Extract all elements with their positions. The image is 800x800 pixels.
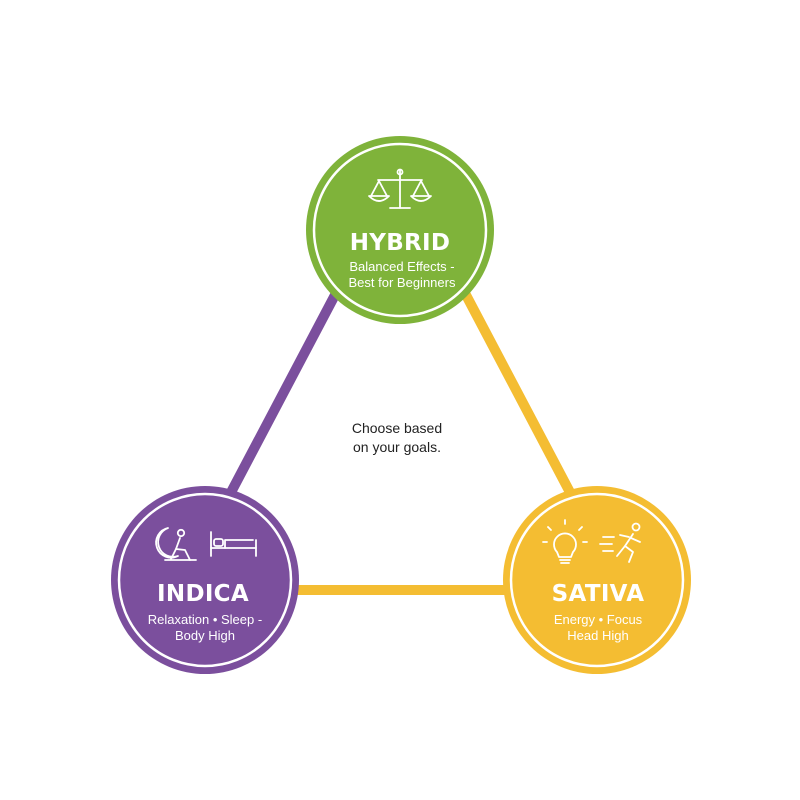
sativa-subtitle-line1: Energy • Focus — [554, 612, 643, 627]
hybrid-ring — [312, 142, 488, 318]
bed-icon — [210, 531, 257, 557]
indica-circle — [111, 486, 299, 674]
indica-ring — [117, 492, 293, 668]
lightbulb-icon — [542, 519, 588, 564]
indica-subtitle-line2: Body High — [175, 628, 235, 643]
running-person-icon — [599, 522, 641, 563]
hybrid-title: HYBRID — [350, 230, 451, 256]
connector-hybrid-indica — [223, 290, 340, 503]
sativa-title: SATIVA — [552, 581, 645, 607]
center-text-line1: Choose based — [352, 420, 442, 436]
hybrid-circle — [306, 136, 494, 324]
hybrid-subtitle-line1: Balanced Effects - — [349, 259, 454, 274]
center-text-line2: on your goals. — [353, 439, 441, 455]
indica-node[interactable]: INDICA Relaxation • Sleep - Body High — [111, 486, 299, 674]
indica-title: INDICA — [157, 581, 249, 607]
balance-scale-icon — [368, 168, 432, 209]
sativa-ring — [509, 492, 685, 668]
indica-subtitle-line1: Relaxation • Sleep - — [148, 612, 262, 627]
connector-hybrid-sativa — [461, 290, 578, 503]
moon-relaxing-person-icon — [155, 527, 197, 561]
sativa-subtitle-line2: Head High — [567, 628, 628, 643]
hybrid-node[interactable]: HYBRID Balanced Effects - Best for Begin… — [306, 136, 494, 324]
sativa-node[interactable]: SATIVA Energy • Focus Head High — [503, 486, 691, 674]
sativa-circle — [503, 486, 691, 674]
hybrid-subtitle-line2: Best for Beginners — [349, 275, 456, 290]
